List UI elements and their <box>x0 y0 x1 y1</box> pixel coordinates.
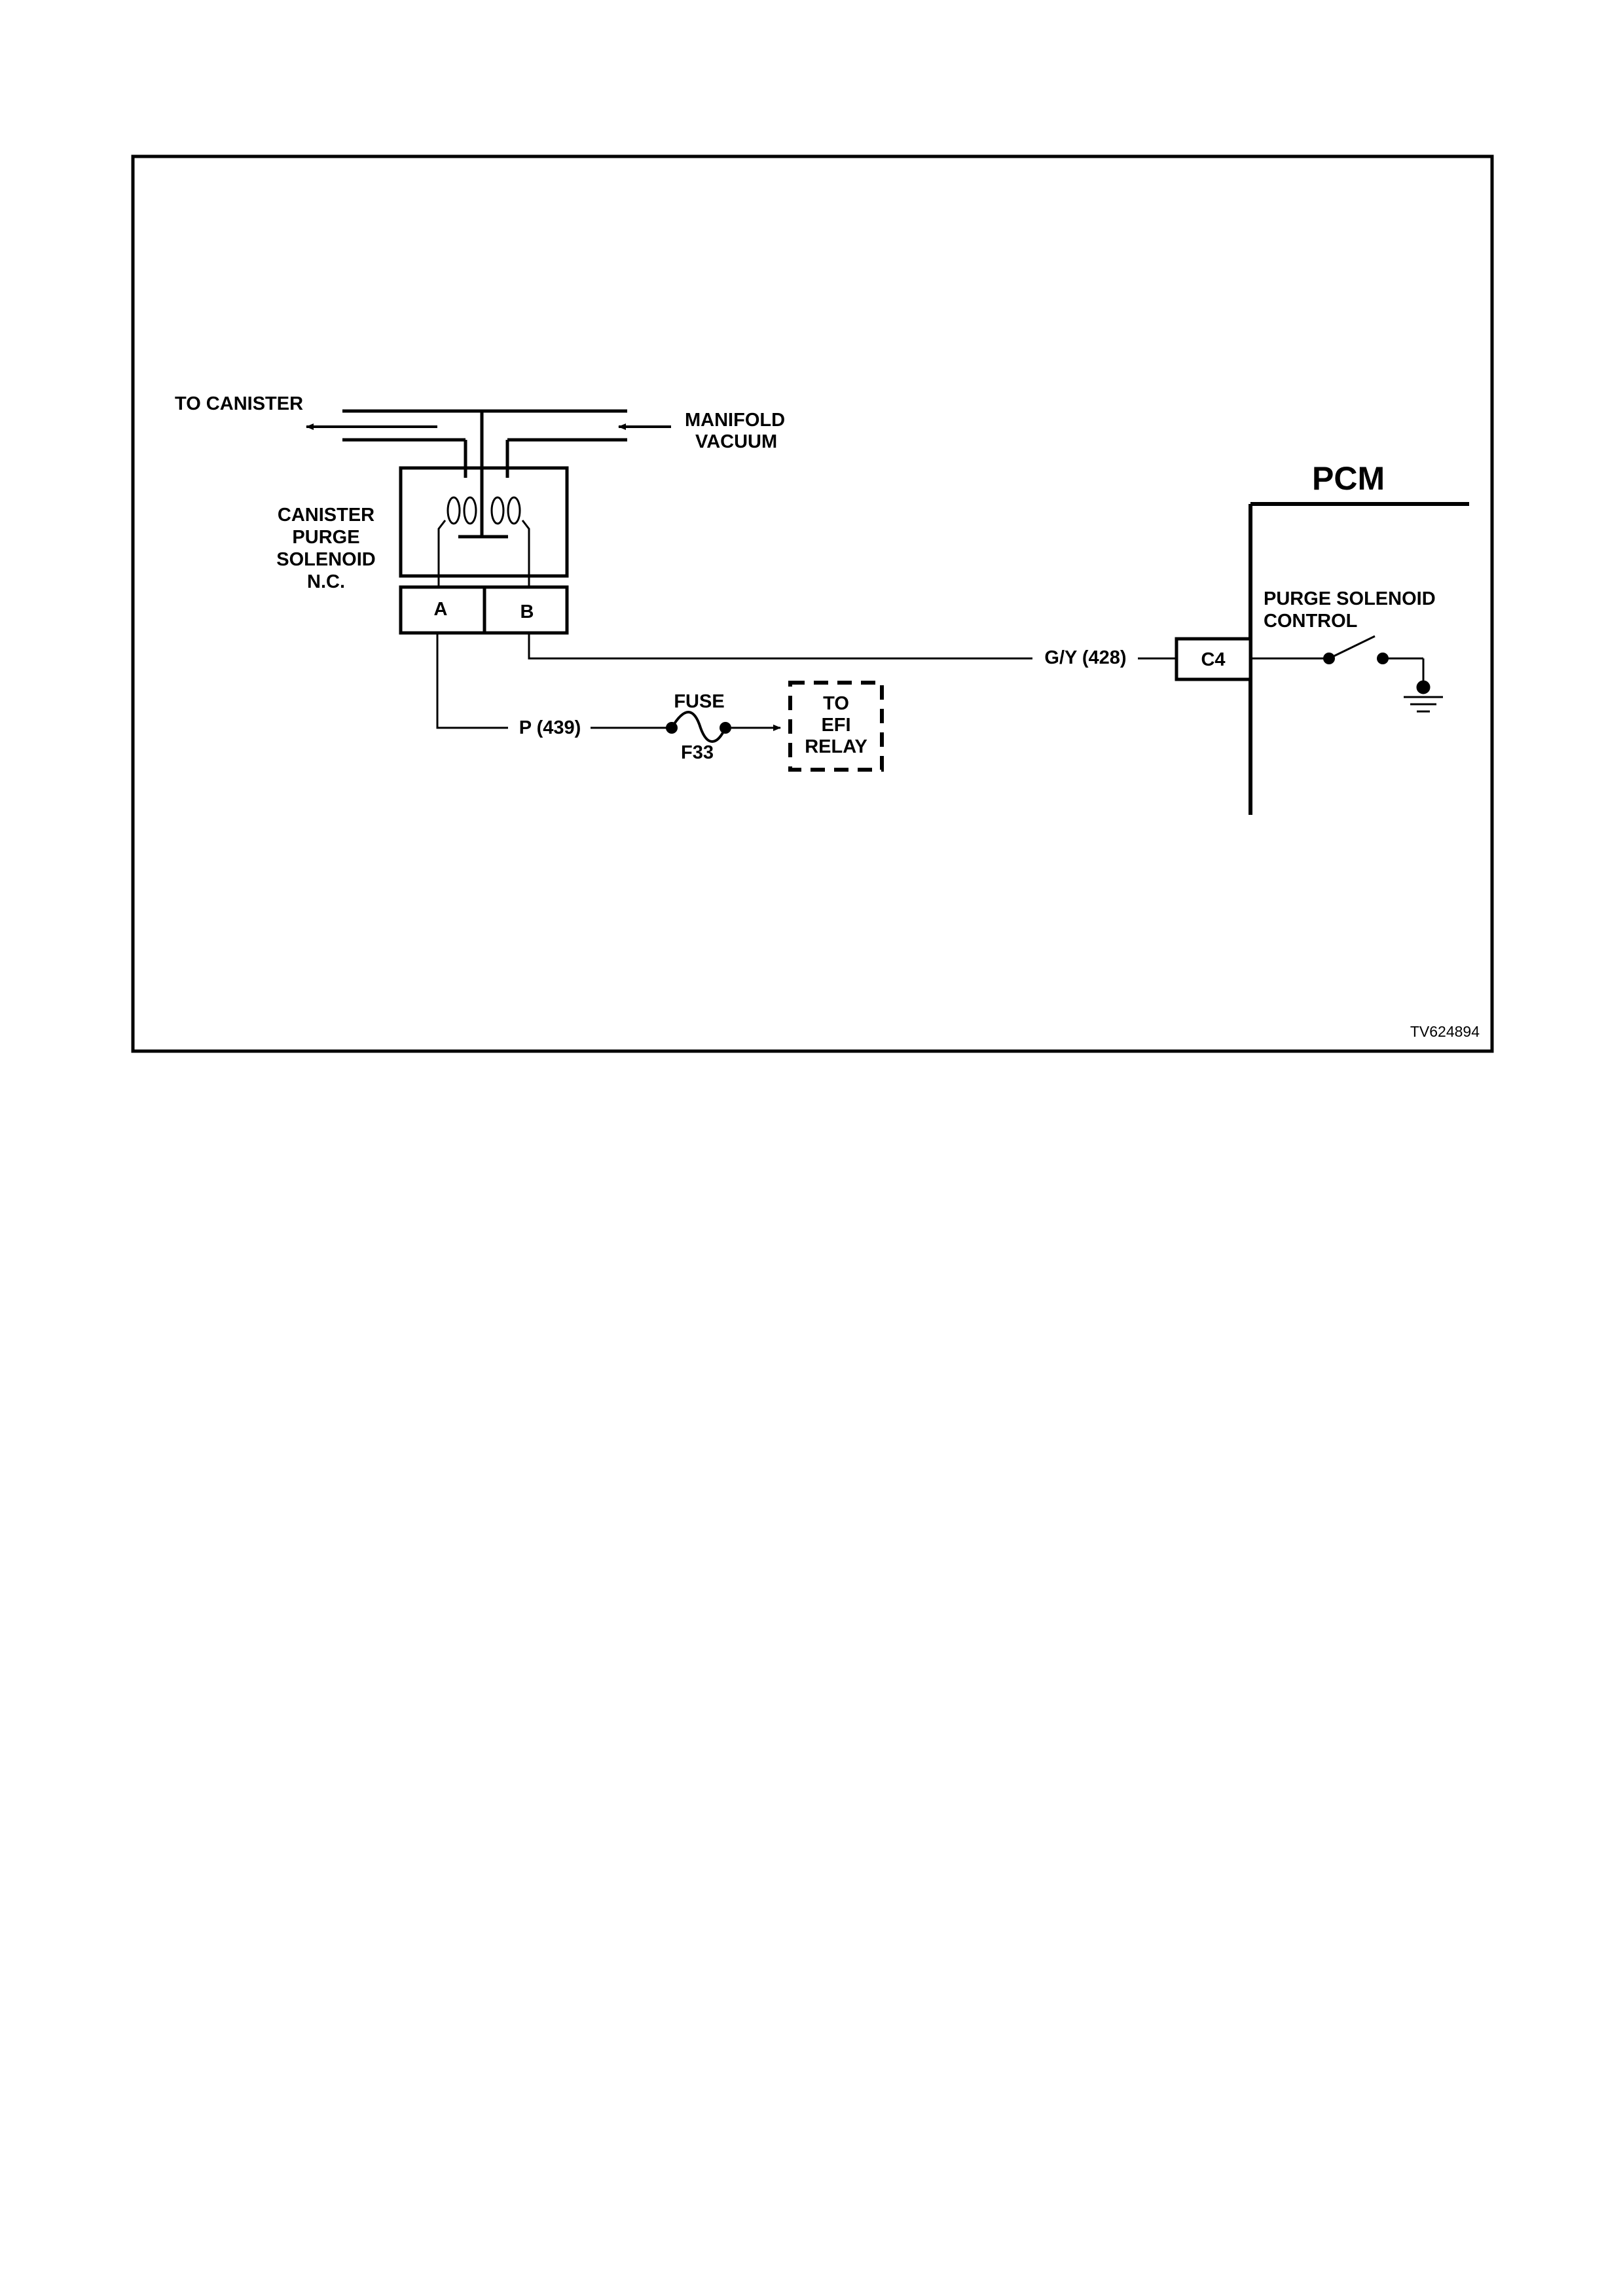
purge-control-switch <box>1323 636 1389 664</box>
vacuum-hose <box>342 411 627 537</box>
efi-relay-label-1: TO <box>823 693 849 714</box>
manifold-vacuum-label-2: VACUUM <box>695 431 777 452</box>
wire-gy-label: G/Y (428) <box>1044 647 1126 668</box>
wiring <box>437 633 1423 728</box>
fuse-f33 <box>666 712 780 742</box>
efi-relay-label-2: EFI <box>821 715 850 736</box>
purge-control-label-1: PURGE SOLENOID <box>1264 588 1436 609</box>
fuse-id-label: F33 <box>681 742 714 763</box>
ground-icon <box>1404 681 1443 711</box>
solenoid-label-1: CANISTER <box>278 505 374 526</box>
solenoid-coil <box>439 497 529 587</box>
to-canister-label: TO CANISTER <box>175 393 303 414</box>
terminal-b-label: B <box>520 601 534 622</box>
fuse-label: FUSE <box>674 691 724 712</box>
figure-id: TV624894 <box>1410 1023 1480 1040</box>
terminal-a-label: A <box>434 599 448 620</box>
solenoid-label-3: SOLENOID <box>276 549 375 570</box>
solenoid-label-2: PURGE <box>292 527 359 548</box>
efi-relay-label-3: RELAY <box>805 736 867 757</box>
pcm-title: PCM <box>1312 460 1385 497</box>
connector-c4-label: C4 <box>1201 649 1225 670</box>
manifold-vacuum-label-1: MANIFOLD <box>685 410 785 431</box>
solenoid-label-4: N.C. <box>307 571 345 592</box>
wire-p-label: P (439) <box>519 717 581 738</box>
canister-purge-solenoid <box>401 468 567 633</box>
purge-control-label-2: CONTROL <box>1264 611 1357 632</box>
